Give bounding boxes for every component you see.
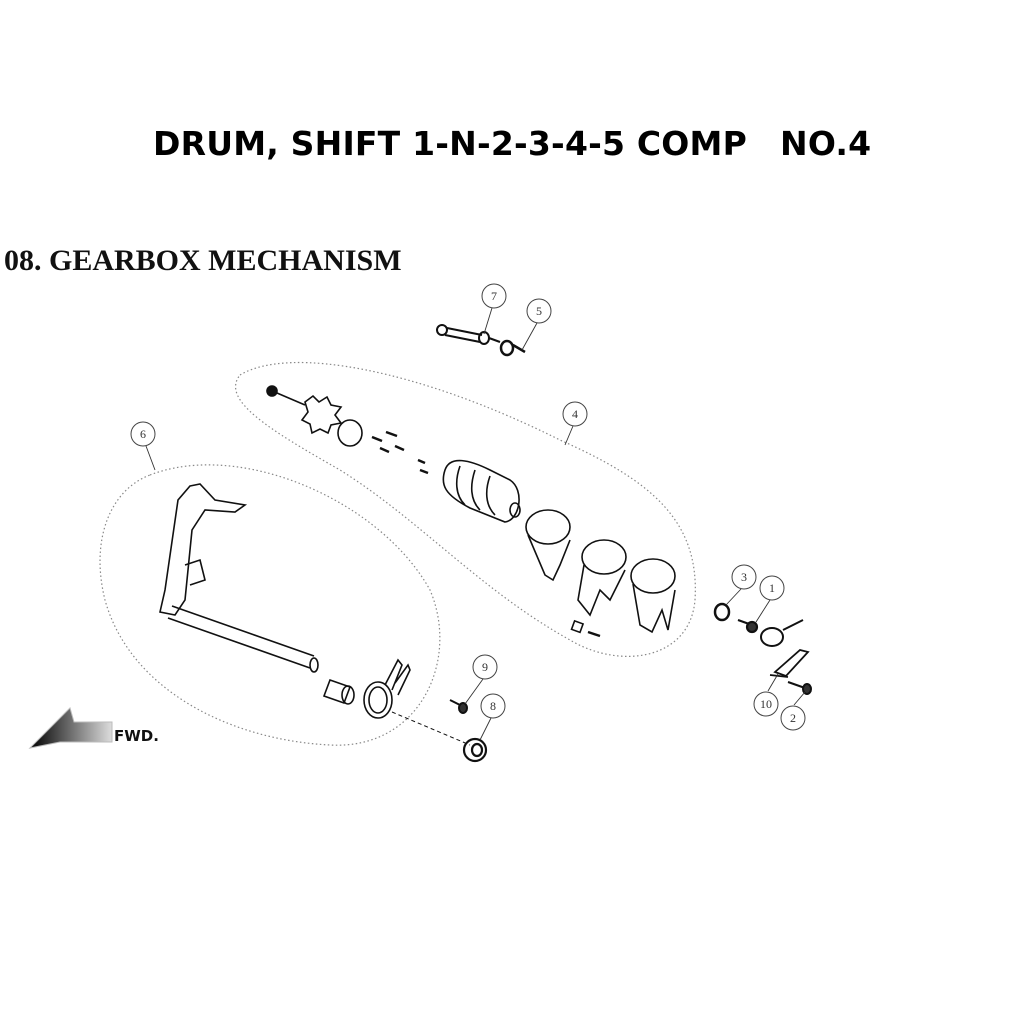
page-title: DRUM, SHIFT 1-N-2-3-4-5 COMP NO.4 bbox=[153, 124, 871, 163]
svg-text:10: 10 bbox=[760, 697, 772, 711]
svg-text:8: 8 bbox=[490, 699, 496, 713]
part-7-shaft bbox=[436, 324, 501, 345]
part-2-bolt bbox=[787, 681, 812, 695]
leader-lines bbox=[145, 307, 806, 741]
part-5-spring bbox=[499, 339, 526, 357]
callout-9: 9 bbox=[472, 654, 498, 680]
callout-8: 8 bbox=[480, 693, 506, 719]
forward-direction-arrow-icon: FWD. bbox=[28, 707, 159, 749]
part-3-washer bbox=[713, 602, 731, 622]
callout-6: 6 bbox=[130, 421, 156, 447]
svg-text:2: 2 bbox=[790, 711, 796, 725]
part-number: NO.4 bbox=[780, 124, 872, 163]
callout-4: 4 bbox=[562, 401, 588, 427]
part-4-drum-assembly bbox=[266, 385, 676, 638]
svg-text:7: 7 bbox=[491, 289, 497, 303]
part-8-bushing bbox=[462, 737, 488, 763]
svg-text:6: 6 bbox=[140, 427, 146, 441]
group-outline-4 bbox=[234, 361, 696, 657]
callout-10: 10 bbox=[753, 691, 779, 717]
svg-text:5: 5 bbox=[536, 304, 542, 318]
part-cap bbox=[760, 619, 804, 647]
part-9-bolt bbox=[449, 699, 468, 714]
callout-1: 1 bbox=[759, 575, 785, 601]
svg-text:4: 4 bbox=[572, 407, 578, 421]
part-10-pin bbox=[769, 649, 810, 678]
part-name: DRUM, SHIFT 1-N-2-3-4-5 COMP bbox=[153, 124, 747, 163]
svg-text:9: 9 bbox=[482, 660, 488, 674]
callout-5: 5 bbox=[526, 298, 552, 324]
callout-2: 2 bbox=[780, 705, 806, 731]
part-1-bolt bbox=[737, 618, 759, 634]
svg-text:1: 1 bbox=[769, 581, 775, 595]
callout-3: 3 bbox=[731, 564, 757, 590]
section-title: 08. GEARBOX MECHANISM bbox=[4, 244, 402, 277]
svg-text:3: 3 bbox=[741, 570, 747, 584]
forward-label: FWD. bbox=[114, 727, 159, 745]
group-outline-6 bbox=[99, 464, 441, 746]
callout-7: 7 bbox=[481, 283, 507, 309]
part-6-shift-shaft bbox=[159, 483, 471, 746]
